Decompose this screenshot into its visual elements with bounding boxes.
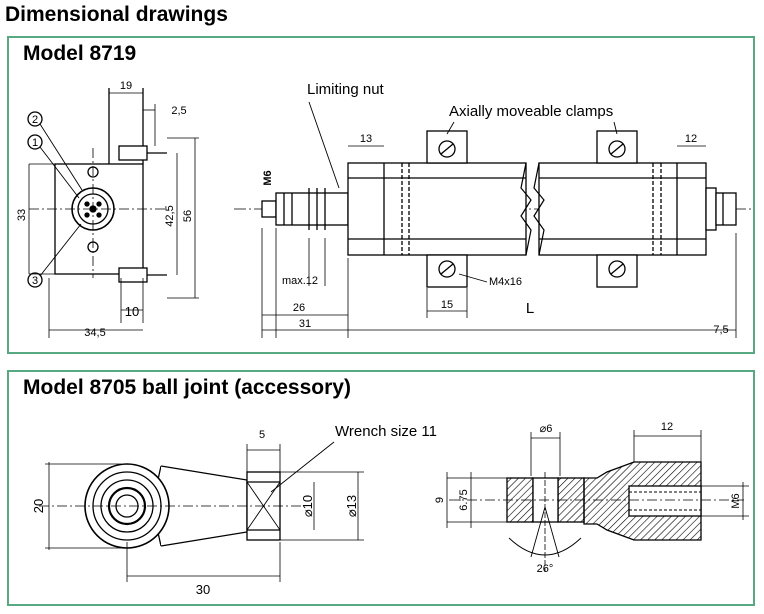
angle-26: 26°	[537, 563, 554, 575]
dim-max-12: max.12	[282, 275, 318, 287]
wrench-callout: Wrench size 11	[335, 423, 437, 440]
dim-34-5: 34,5	[84, 327, 105, 339]
dim-56: 56	[182, 210, 194, 222]
dim-42-5: 42,5	[164, 205, 176, 226]
model-8719-title: Model 8719	[23, 42, 137, 65]
dim-5: 5	[259, 429, 265, 441]
ball-joint-view	[39, 441, 364, 582]
dim-m4x16: M4x16	[489, 276, 522, 288]
dim-m6-stud: M6	[730, 493, 742, 508]
marker-3: 3	[32, 275, 38, 287]
front-view	[234, 101, 754, 338]
model-8705-drawing: 5 20 30 ⌀10 ⌀13 Wrench size 11	[31, 421, 749, 597]
side-view	[27, 88, 199, 338]
model-8719-drawing: 2 1 3 19 2,5 33 42,5 56 10 34,5	[16, 80, 754, 339]
dim-10: 10	[125, 304, 139, 319]
dim-15: 15	[441, 299, 453, 311]
dim-dia-13: ⌀13	[344, 495, 359, 517]
dim-30: 30	[196, 582, 210, 597]
marker-1: 1	[32, 137, 38, 149]
dim-6-75: 6.75	[458, 489, 470, 510]
dim-13: 13	[360, 133, 372, 145]
model-8705-panel: Model 8705 ball joint (accessory)	[7, 370, 755, 606]
dim-l: L	[526, 300, 534, 317]
dim-dia-10: ⌀10	[300, 495, 315, 517]
limiting-nut-callout: Limiting nut	[307, 81, 385, 98]
dim-12-stud: 12	[661, 421, 673, 433]
dim-dia-6: ⌀6	[540, 423, 553, 435]
dim-26: 26	[293, 302, 305, 314]
dim-20: 20	[31, 499, 46, 513]
marker-2: 2	[32, 114, 38, 126]
dim-2-5: 2,5	[171, 105, 186, 117]
dim-31: 31	[299, 318, 311, 330]
dim-m6: M6	[262, 170, 274, 185]
clamps-callout: Axially moveable clamps	[449, 103, 613, 120]
dim-7-5: 7,5	[713, 324, 728, 336]
model-8705-title: Model 8705 ball joint (accessory)	[23, 376, 351, 399]
page-title: Dimensional drawings	[5, 3, 228, 26]
dim-9: 9	[434, 497, 446, 503]
model-8719-panel: Model 8719	[7, 36, 755, 354]
dim-12: 12	[685, 133, 697, 145]
dim-33: 33	[16, 209, 28, 221]
dim-19: 19	[120, 80, 132, 92]
ball-stud-view	[446, 430, 749, 572]
